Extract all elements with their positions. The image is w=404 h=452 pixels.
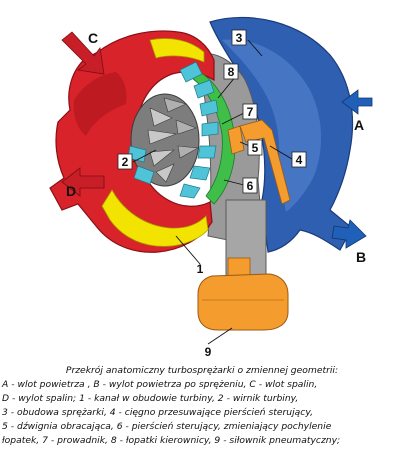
label-8: 8 <box>223 63 239 80</box>
svg-text:1: 1 <box>197 262 204 276</box>
caption-title: Przekrój anatomiczny turbosprężarki o zm… <box>65 365 339 376</box>
arrow-B-air-outlet <box>331 219 367 249</box>
label-2: 2 <box>117 153 133 170</box>
label-5: 5 <box>247 139 263 156</box>
caption-line: A - wlot powietrza , B - wylot powietrza… <box>2 379 318 390</box>
svg-text:8: 8 <box>228 65 235 79</box>
label-4: 4 <box>291 151 307 168</box>
leader-lines <box>132 39 293 345</box>
pneumatic-actuator <box>197 257 289 331</box>
caption-line: 5 - dźwignia obracająca, 6 - pierścień s… <box>2 421 332 432</box>
arrow-A-air-inlet <box>341 89 373 115</box>
label-D: D <box>66 183 76 199</box>
figure-caption: Przekrój anatomiczny turbosprężarki o zm… <box>2 364 402 448</box>
label-7: 7 <box>242 103 258 120</box>
label-B: B <box>356 249 366 265</box>
label-9: 9 <box>205 345 212 359</box>
turbine-channel-upper <box>149 38 205 63</box>
svg-text:3: 3 <box>236 31 243 45</box>
svg-text:2: 2 <box>122 155 129 169</box>
caption-line: D - wylot spalin; 1 - kanał w obudowie t… <box>2 393 299 404</box>
svg-text:5: 5 <box>252 141 259 155</box>
svg-text:7: 7 <box>247 105 254 119</box>
label-C: C <box>88 30 98 46</box>
svg-text:4: 4 <box>296 153 303 167</box>
label-3: 3 <box>231 29 247 46</box>
turbine-wheel <box>130 93 200 187</box>
label-1: 1 <box>197 262 204 276</box>
label-6: 6 <box>242 177 258 194</box>
label-A: A <box>354 117 364 133</box>
compressor-inner-shade <box>222 39 322 212</box>
turbocharger-cutaway-diagram: 3 8 7 2 5 4 6 1 9 C D A B <box>49 16 373 359</box>
caption-line: łopatek, 7 - prowadnik, 8 - łopatki kier… <box>2 435 341 446</box>
arrow-D-exhaust-outlet <box>61 167 105 197</box>
svg-text:9: 9 <box>205 345 212 359</box>
arrow-C-exhaust-inlet <box>61 31 105 75</box>
turbine-channel <box>101 189 209 247</box>
caption-line: 3 - obudowa sprężarki, 4 - cięgno przesu… <box>2 407 314 418</box>
svg-text:6: 6 <box>247 179 254 193</box>
turbine-exhaust-shade <box>73 72 127 136</box>
rotating-lever <box>227 125 245 155</box>
